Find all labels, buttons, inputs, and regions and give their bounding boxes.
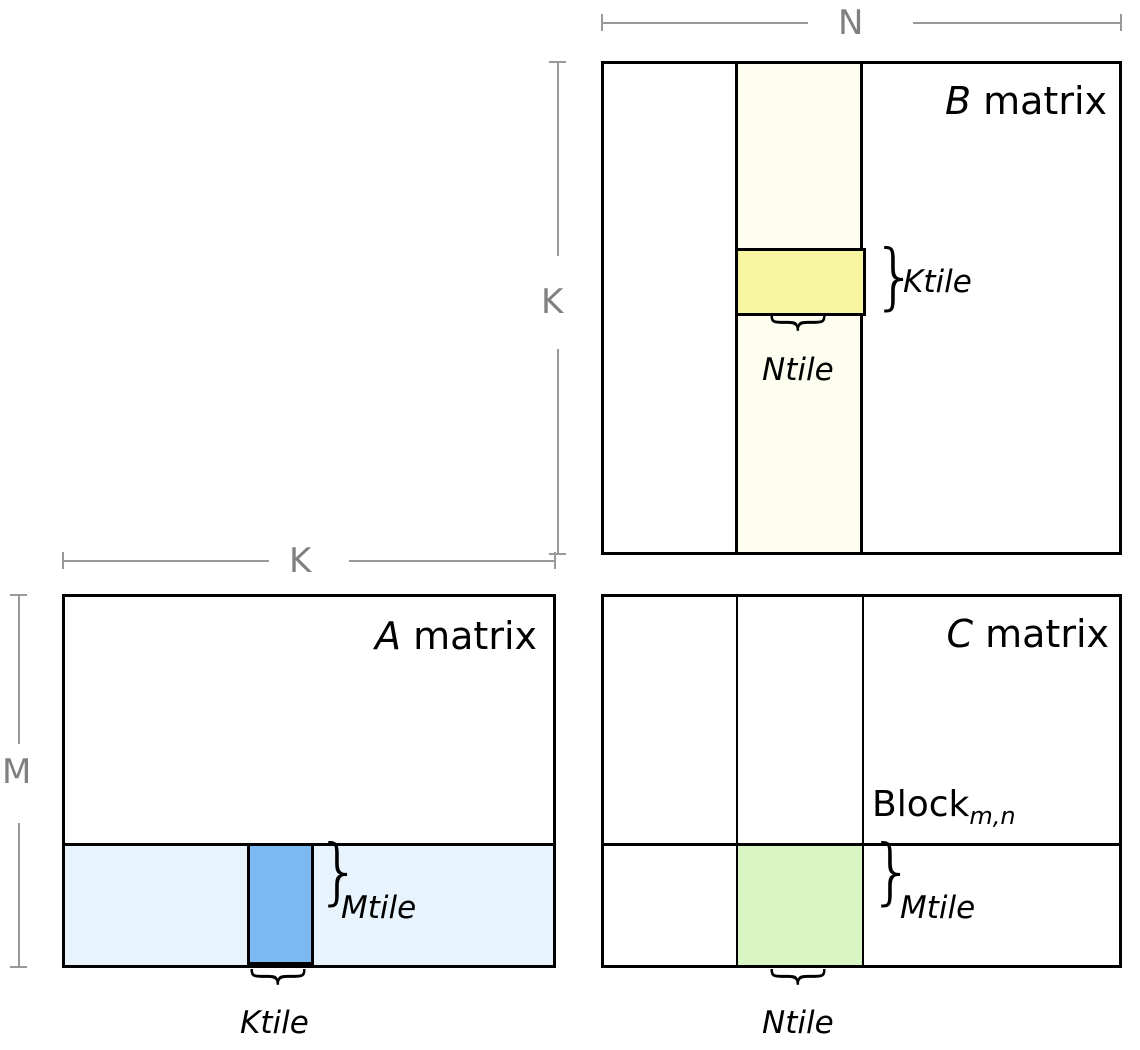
matrix-a-ktile-label: Ktile — [240, 1005, 309, 1041]
matrix-c-mtile-brace: } — [869, 829, 915, 913]
matrix-c-gridline-right — [862, 597, 864, 965]
matrix-c: C matrix — [601, 594, 1122, 968]
matrix-a-label: A matrix — [375, 617, 537, 655]
matrix-a-mtile-brace: } — [316, 829, 362, 913]
matrix-c-word: matrix — [985, 612, 1109, 656]
matrix-b-ktile-brace: } — [872, 234, 918, 318]
matrix-a-mtile-label: Mtile — [341, 890, 417, 926]
matrix-b-letter: B — [944, 79, 972, 123]
dimension-k-horizontal-line-left — [62, 560, 269, 562]
dimension-n-cap-right — [1120, 14, 1122, 31]
dimension-n-line-left — [601, 22, 808, 24]
dimension-m-cap-bottom — [10, 966, 27, 968]
matrix-c-tile-edge-right — [862, 846, 864, 965]
dimension-k-vertical-line-top — [557, 61, 559, 256]
matrix-c-ntile-brace: } — [765, 958, 835, 998]
dimension-k-horizontal-cap-right — [554, 552, 556, 569]
matrix-c-block-base: Block — [872, 784, 970, 825]
matrix-a-ktile-brace: } — [245, 958, 315, 998]
dimension-k-vertical-line-bottom — [557, 349, 559, 554]
dimension-m-label: M — [2, 752, 32, 792]
matrix-a-letter: A — [375, 614, 402, 658]
dimension-n-label: N — [838, 3, 864, 43]
matrix-c-gridline-horizontal — [604, 843, 1119, 846]
matrix-b: B matrix — [601, 61, 1122, 555]
matrix-a-word: matrix — [413, 614, 537, 658]
dimension-n-line-right — [913, 22, 1121, 24]
dimension-k-horizontal-line-right — [349, 560, 555, 562]
matrix-c-block-subscript: m,n — [969, 802, 1016, 830]
matrix-a: A matrix — [62, 594, 556, 968]
matrix-b-word: matrix — [983, 79, 1107, 123]
dimension-m-line-bottom — [18, 823, 20, 968]
matrix-c-label: C matrix — [946, 615, 1109, 653]
matrix-a-tile — [247, 843, 314, 965]
matrix-b-label: B matrix — [945, 82, 1107, 120]
matrix-c-mtile-label: Mtile — [900, 890, 976, 926]
matrix-c-block-label: Blockm,n — [872, 784, 1016, 829]
matrix-b-ktile-label: Ktile — [903, 264, 972, 300]
matrix-c-letter: C — [946, 612, 974, 656]
dimension-m-line-top — [18, 594, 20, 744]
dimension-k-vertical-label: K — [541, 282, 564, 322]
matrix-c-tile — [736, 846, 864, 965]
matrix-c-ntile-label: Ntile — [762, 1005, 834, 1041]
matrix-b-ntile-brace: } — [765, 304, 835, 344]
matrix-c-tile-edge-left — [736, 846, 738, 965]
dimension-k-horizontal-label: K — [289, 541, 312, 581]
matrix-b-tile — [735, 248, 866, 316]
matrix-b-ntile-label: Ntile — [762, 352, 834, 388]
matrix-c-gridline-left — [736, 597, 738, 965]
dimension-k-vertical-cap-bottom — [549, 553, 566, 555]
